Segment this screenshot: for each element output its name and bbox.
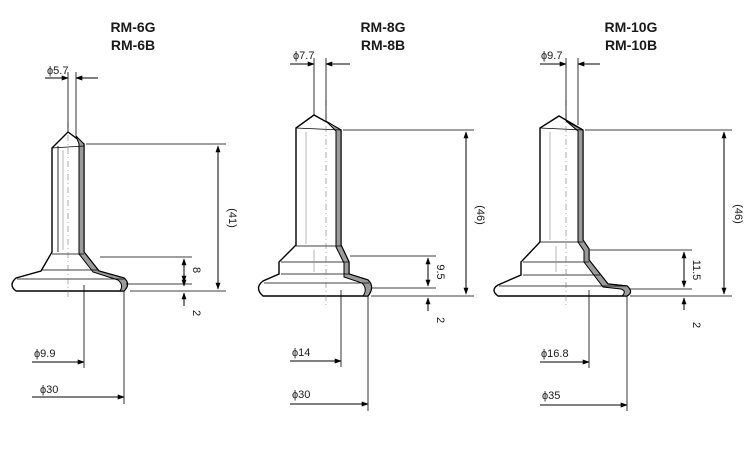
part-rm10-drawing — [493, 100, 632, 305]
part-rm6: RM-6G RM-6B ϕ5.7 (41) — [11, 19, 238, 404]
part-rm10-base-diameter: ϕ35 — [542, 390, 560, 402]
part-rm8-dim-neck: ϕ14 — [290, 290, 342, 367]
part-rm6-drawing — [11, 122, 129, 300]
part-rm6-label-line2: RM-6B — [111, 37, 155, 53]
part-rm6-dim-tip: ϕ5.7 — [45, 65, 98, 136]
part-rm10: RM-10G RM-10B ϕ9.7 (46) — [493, 19, 744, 411]
part-rm8-label-line2: RM-8B — [361, 37, 405, 53]
part-rm10-flange-thickness: 2 — [690, 322, 702, 328]
part-rm10-label-line2: RM-10B — [605, 37, 657, 53]
part-rm10-height: (46) — [732, 204, 744, 224]
part-rm10-dim-base: ϕ35 — [540, 296, 628, 411]
part-rm8-tip-diameter: ϕ7.7 — [293, 50, 314, 62]
part-rm6-step-height: 8 — [190, 267, 202, 273]
part-rm8-dim-thickness: 2 — [425, 297, 446, 323]
part-rm6-label-line1: RM-6G — [110, 19, 155, 35]
part-rm8-drawing — [257, 100, 373, 305]
part-rm6-flange-thickness: 2 — [190, 310, 202, 316]
part-rm8-base-diameter: ϕ30 — [292, 389, 310, 401]
part-rm10-dim-height: (46) — [585, 129, 744, 297]
part-rm8-dim-height: (46) — [343, 129, 486, 297]
part-rm6-neck-diameter: ϕ9.9 — [34, 348, 55, 360]
part-rm6-dim-thickness: 2 — [181, 276, 202, 316]
part-rm8-dim-base: ϕ30 — [290, 296, 369, 411]
part-rm6-tip-diameter: ϕ5.7 — [47, 65, 68, 77]
part-rm6-dim-neck: ϕ9.9 — [32, 285, 85, 368]
part-rm6-dim-base: ϕ30 — [32, 291, 125, 404]
part-rm10-tip-diameter: ϕ9.7 — [541, 50, 562, 62]
part-rm10-dim-step: 11.5 — [590, 249, 702, 290]
part-rm8-height: (46) — [474, 205, 486, 225]
part-rm6-height: (41) — [226, 208, 238, 228]
part-rm10-dim-neck: ϕ16.8 — [540, 290, 590, 368]
part-rm10-step-height: 11.5 — [690, 260, 702, 281]
part-rm8-flange-thickness: 2 — [434, 317, 446, 323]
part-rm8-neck-diameter: ϕ14 — [292, 347, 310, 359]
part-rm8-label-line1: RM-8G — [360, 19, 405, 35]
part-rm8-dim-tip: ϕ7.7 — [290, 50, 350, 121]
part-rm10-label-line1: RM-10G — [605, 19, 658, 35]
part-rm6-base-diameter: ϕ30 — [40, 384, 58, 396]
part-rm10-dim-thickness: 2 — [681, 297, 702, 328]
part-rm6-dim-height: (41) — [86, 143, 238, 292]
part-rm8: RM-8G RM-8B ϕ7.7 (46) — [257, 19, 486, 411]
part-rm8-step-height: 9.5 — [434, 264, 446, 279]
part-rm10-neck-diameter: ϕ16.8 — [541, 348, 569, 360]
part-rm10-dim-tip: ϕ9.7 — [540, 50, 600, 125]
part-rm8-dim-step: 9.5 — [350, 255, 446, 289]
